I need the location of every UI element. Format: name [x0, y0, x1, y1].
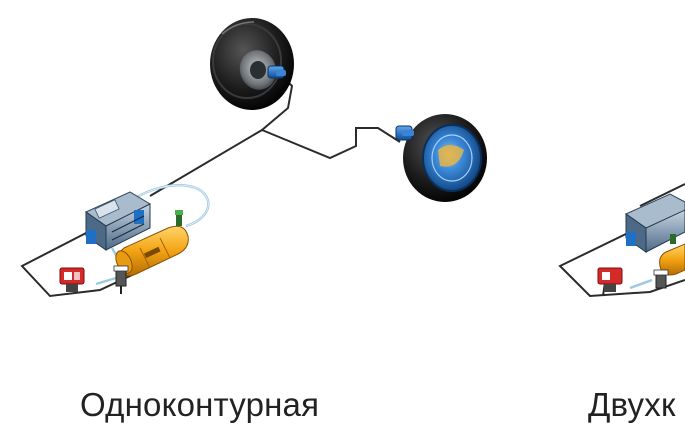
front-wheel-icon — [403, 114, 487, 202]
regulator-icon — [113, 265, 129, 294]
valve-icon — [59, 267, 85, 292]
brake-pipeline — [20, 73, 401, 298]
rear-brake-chamber-icon — [267, 65, 286, 79]
dual-regulator-icon — [653, 269, 669, 289]
single-circuit-system — [20, 18, 487, 298]
dual-valve-icon — [597, 267, 623, 292]
single-circuit-caption: Одноконтурная — [80, 386, 320, 423]
dual-circuit-system — [558, 183, 685, 298]
front-brake-chamber-icon — [395, 125, 414, 141]
dual-air-pipeline — [629, 278, 653, 290]
dual-circuit-caption: Двухк — [588, 386, 676, 423]
compressor-icon — [84, 191, 152, 251]
rear-wheel-icon — [210, 18, 294, 110]
dual-air-tank-icon — [659, 234, 685, 276]
air-tank-icon — [115, 210, 189, 277]
dual-compressor-icon — [624, 193, 685, 253]
